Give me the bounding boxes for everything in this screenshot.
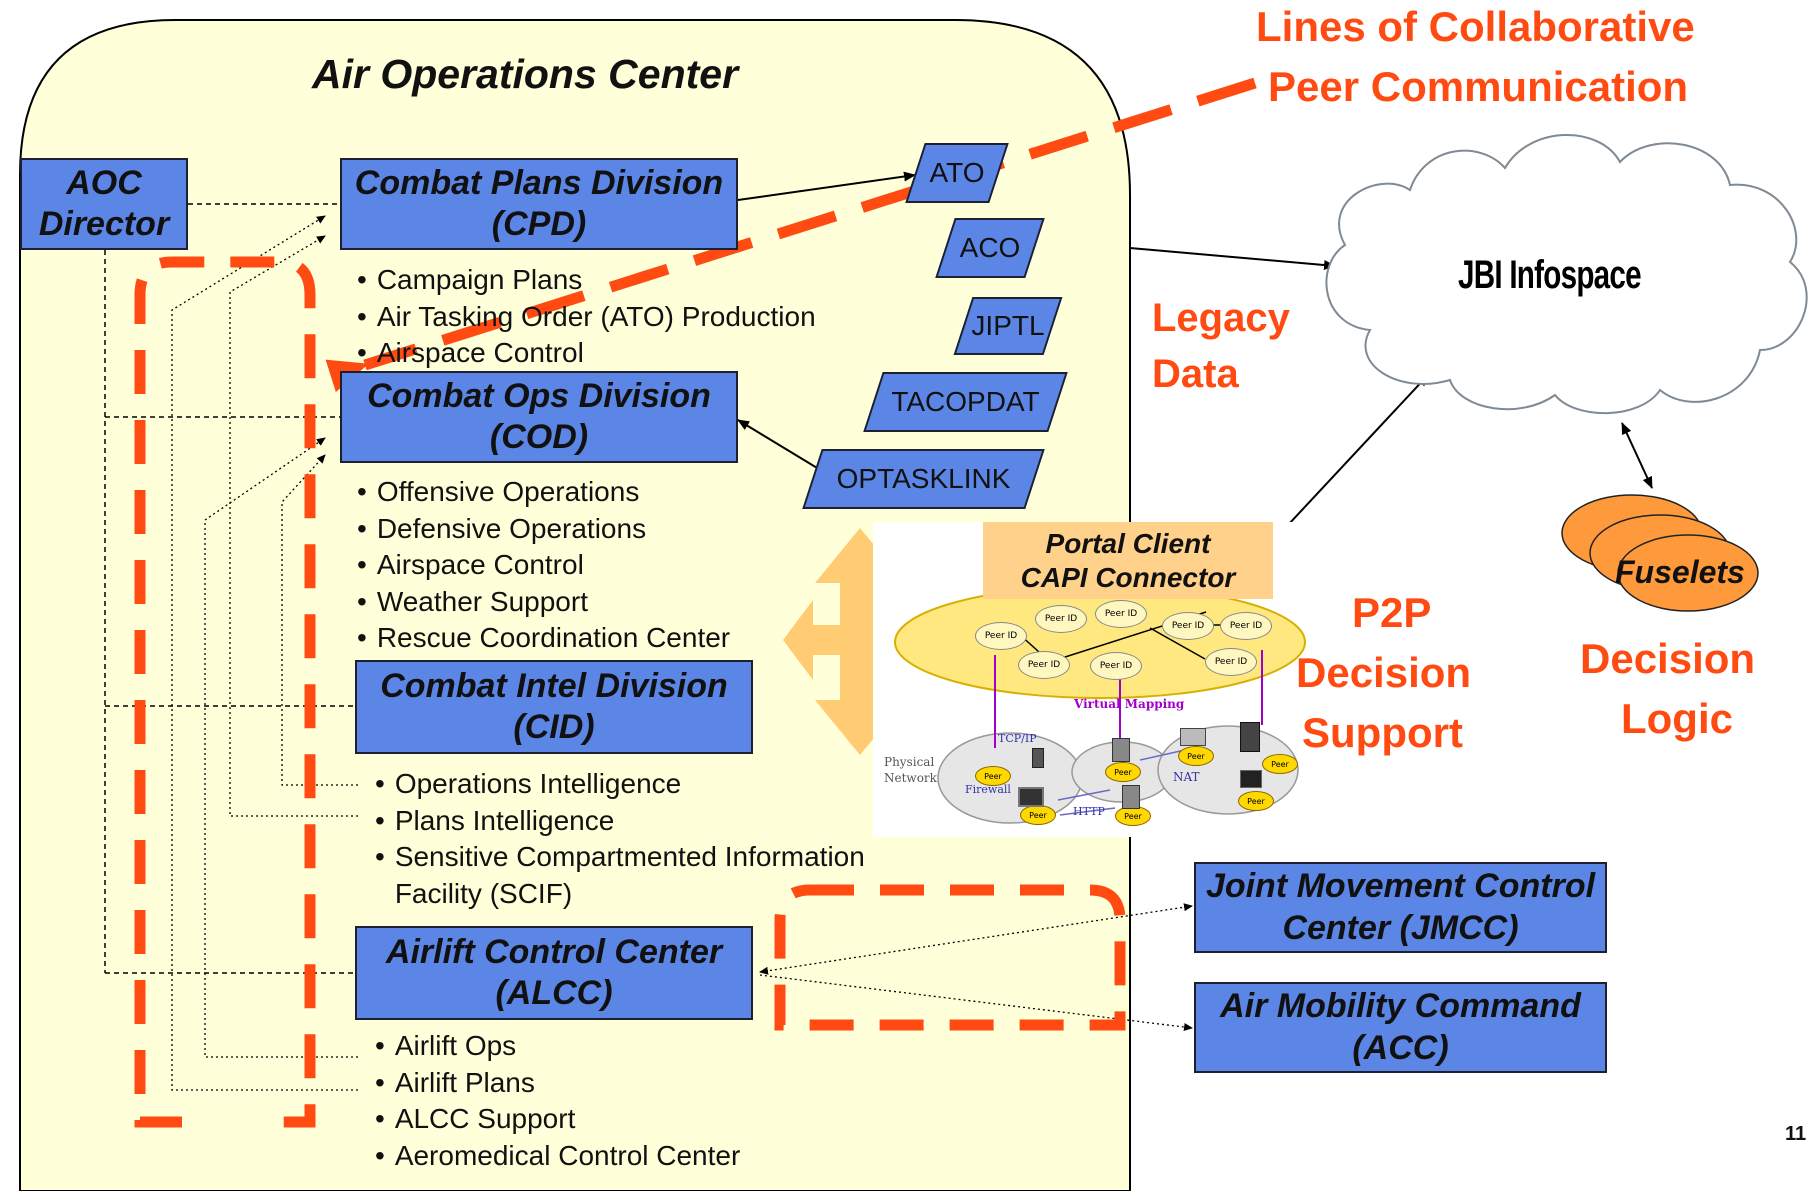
product-aco: ACO bbox=[945, 218, 1035, 278]
list-item: Air Tasking Order (ATO) Production bbox=[357, 299, 816, 336]
legacy-data-line1: Legacy bbox=[1152, 296, 1290, 340]
cpd-line2: (CPD) bbox=[491, 205, 587, 243]
list-item: Rescue Coordination Center bbox=[357, 620, 730, 657]
list-item: Airspace Control bbox=[357, 547, 730, 584]
jbi-infospace-label: JBI Infospace bbox=[1458, 253, 1642, 297]
portal-line2: CAPI Connector bbox=[1020, 561, 1236, 593]
list-item: ALCC Support bbox=[375, 1101, 740, 1138]
list-item: Campaign Plans bbox=[357, 262, 816, 299]
product-jiptl: JIPTL bbox=[963, 297, 1053, 355]
cpd-box: Combat Plans Division (CPD) bbox=[340, 158, 738, 250]
fuselets-label: Fuselets bbox=[1615, 554, 1745, 590]
product-jiptl-label: JIPTL bbox=[971, 310, 1045, 341]
list-item: Operations Intelligence bbox=[375, 766, 865, 803]
amc-line1: Air Mobility Command bbox=[1220, 987, 1581, 1026]
cpd-functions-list: Campaign Plans Air Tasking Order (ATO) P… bbox=[357, 262, 816, 372]
product-optasklink-label: OPTASKLINK bbox=[836, 463, 1011, 494]
collab-title-line1: Lines of Collaborative bbox=[1256, 3, 1695, 50]
jmcc-line1: Joint Movement Control bbox=[1205, 867, 1596, 906]
product-tacopdat: TACOPDAT bbox=[873, 372, 1058, 432]
portal-line1: Portal Client bbox=[1045, 527, 1211, 559]
jmcc-line2: Center (JMCC) bbox=[1282, 908, 1519, 947]
decision-logic-line1: Decision bbox=[1580, 635, 1756, 682]
cid-line2: (CID) bbox=[513, 708, 595, 746]
cod-functions-list: Offensive Operations Defensive Operation… bbox=[357, 474, 730, 657]
cod-box: Combat Ops Division (COD) bbox=[340, 371, 738, 463]
jbi-cloud bbox=[1325, 134, 1808, 415]
cid-functions-list: Operations Intelligence Plans Intelligen… bbox=[375, 766, 865, 912]
aoc-director-box: AOC Director bbox=[20, 158, 188, 250]
fuselet-stack bbox=[1561, 494, 1759, 612]
cid-box: Combat Intel Division (CID) bbox=[355, 660, 753, 754]
aoc-director-line1: AOC bbox=[66, 163, 142, 202]
aoc-director-line2: Director bbox=[38, 205, 170, 243]
list-item: Weather Support bbox=[357, 584, 730, 621]
amc-box: Air Mobility Command (ACC) bbox=[1194, 982, 1607, 1073]
product-ato: ATO bbox=[915, 143, 999, 203]
amc-line2: (ACC) bbox=[1352, 1028, 1449, 1067]
product-tacopdat-label: TACOPDAT bbox=[891, 386, 1040, 417]
product-ato-label: ATO bbox=[929, 157, 985, 188]
list-item: Offensive Operations bbox=[357, 474, 730, 511]
p2p-label-line3: Support bbox=[1302, 709, 1463, 756]
product-optasklink: OPTASKLINK bbox=[812, 449, 1035, 509]
physical-links bbox=[1057, 749, 1186, 816]
jmcc-box: Joint Movement Control Center (JMCC) bbox=[1194, 862, 1607, 953]
collab-title-line2: Peer Communication bbox=[1268, 63, 1689, 110]
p2p-label-line1: P2P bbox=[1352, 589, 1432, 636]
list-item: Sensitive Compartmented Information bbox=[375, 839, 865, 876]
cpd-line1: Combat Plans Division bbox=[354, 163, 724, 202]
legacy-data-line2: Data bbox=[1152, 352, 1239, 396]
alcc-line1: Airlift Control Center bbox=[385, 932, 723, 971]
cid-line1: Combat Intel Division bbox=[380, 666, 728, 705]
cod-line2: (COD) bbox=[489, 418, 589, 456]
list-item: Defensive Operations bbox=[357, 511, 730, 548]
alcc-box: Airlift Control Center (ALCC) bbox=[355, 926, 753, 1020]
list-item: Airlift Plans bbox=[375, 1065, 740, 1102]
list-item: Facility (SCIF) bbox=[394, 877, 573, 909]
list-item: Plans Intelligence bbox=[375, 803, 865, 840]
portal-client-label: Portal Client CAPI Connector bbox=[983, 522, 1273, 599]
decision-logic-line2: Logic bbox=[1621, 695, 1733, 742]
collaboration-lines bbox=[134, 77, 1257, 1128]
page-number: 11 bbox=[1785, 1123, 1807, 1145]
p2p-label-line2: Decision bbox=[1296, 649, 1472, 696]
product-aco-label: ACO bbox=[959, 232, 1021, 263]
aoc-title: Air Operations Center bbox=[312, 51, 739, 97]
list-item: Airlift Ops bbox=[375, 1028, 740, 1065]
list-item: Airspace Control bbox=[357, 335, 816, 372]
virtual-peer-layer bbox=[894, 585, 1306, 699]
alcc-functions-list: Airlift Ops Airlift Plans ALCC Support A… bbox=[375, 1028, 741, 1175]
list-item: Aeromedical Control Center bbox=[375, 1138, 741, 1175]
alcc-line2: (ALCC) bbox=[495, 974, 613, 1012]
cod-line1: Combat Ops Division bbox=[367, 376, 711, 415]
four-way-arrow bbox=[783, 528, 937, 755]
